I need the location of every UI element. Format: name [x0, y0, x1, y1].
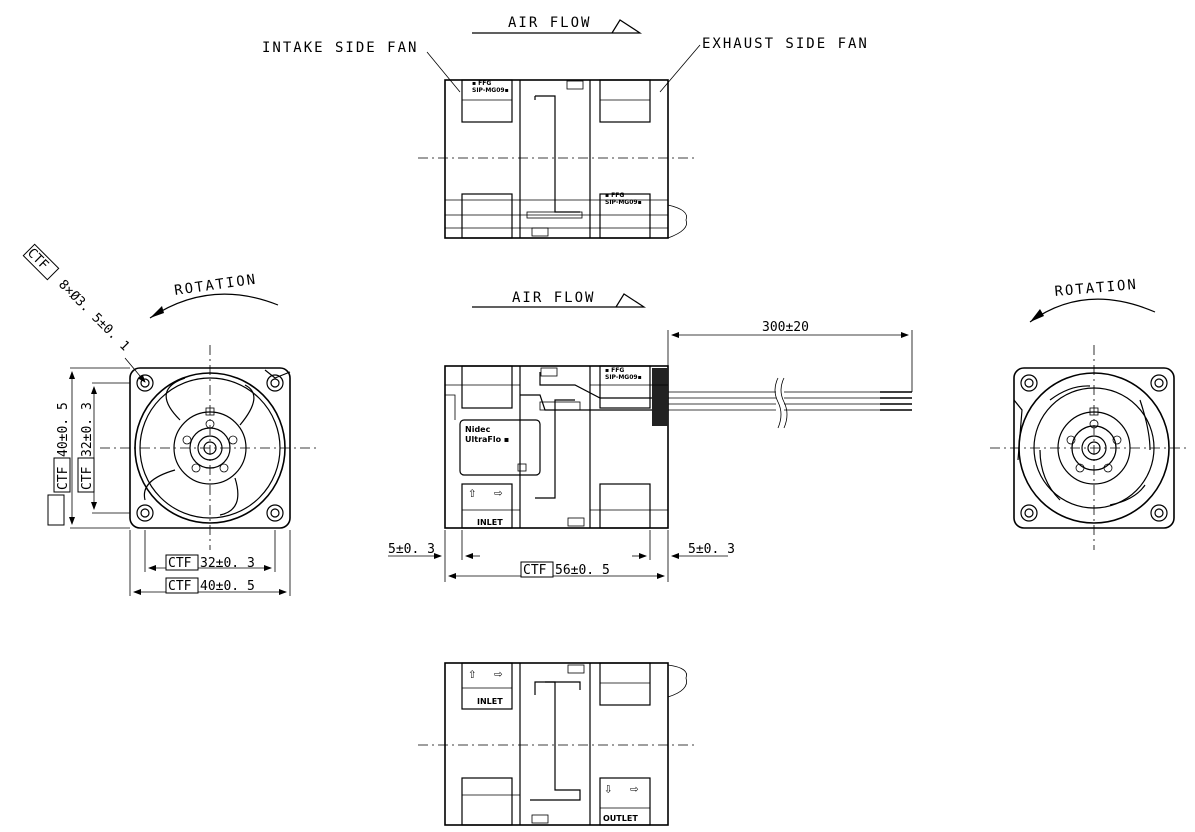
- svg-text:▪ FFG: ▪ FFG: [472, 80, 491, 87]
- top-view: AIR FLOW INTAKE SIDE FAN EXHAUST SIDE FA…: [262, 15, 869, 239]
- outlet-label: OUTLET: [603, 814, 638, 823]
- left-front-view: ROTATION CTF 8×Ø3. 5±0. 1: [22, 243, 320, 596]
- bottom-view: ⇧ ⇨ INLET ⇩ ⇨ OUTLET: [418, 662, 695, 826]
- svg-text:SIP-MG09▪: SIP-MG09▪: [605, 199, 642, 206]
- svg-text:CTF: CTF: [56, 466, 71, 490]
- right-front-view: ROTATION: [990, 277, 1190, 550]
- inlet-label-bottom: INLET: [477, 697, 503, 706]
- offset-left-label: 5±0. 3: [388, 542, 435, 557]
- svg-text:UltraFlo ▪: UltraFlo ▪: [465, 435, 509, 444]
- offset-right-label: 5±0. 3: [688, 542, 735, 557]
- width-outer-label: 40±0. 5: [200, 579, 255, 594]
- svg-text:CTF: CTF: [168, 556, 192, 571]
- hole-spec-label: 8×Ø3. 5±0. 1: [55, 277, 132, 354]
- width-inner-label: 32±0. 3: [200, 556, 255, 571]
- air-flow-label-center: AIR FLOW: [512, 290, 595, 306]
- svg-text:▪ FFG: ▪ FFG: [605, 192, 624, 199]
- svg-text:CTF: CTF: [168, 579, 192, 594]
- svg-text:⇩: ⇩: [604, 781, 614, 797]
- svg-text:⇧: ⇧: [468, 666, 478, 682]
- cable-length-label: 300±20: [762, 320, 809, 335]
- hole-callout: CTF 8×Ø3. 5±0. 1: [22, 243, 146, 383]
- exhaust-side-fan-label: EXHAUST SIDE FAN: [702, 36, 869, 52]
- intake-side-fan-label: INTAKE SIDE FAN: [262, 40, 418, 56]
- svg-text:Nidec: Nidec: [465, 425, 491, 434]
- air-flow-label-top: AIR FLOW: [508, 15, 591, 31]
- svg-text:⇧: ⇧: [468, 485, 478, 501]
- svg-text:SIP-MG09▪: SIP-MG09▪: [605, 374, 642, 381]
- depth-label: 56±0. 5: [555, 563, 610, 578]
- center-side-view: AIR FLOW ▪ FFG SIP-MG09▪ Nidec UltraFlo …: [388, 290, 913, 582]
- height-outer-label: 40±0. 5: [56, 402, 71, 457]
- svg-text:⇨: ⇨: [494, 485, 504, 501]
- svg-text:⇨: ⇨: [494, 666, 504, 682]
- height-inner-label: 32±0. 3: [80, 402, 95, 457]
- inlet-label-center: INLET: [477, 518, 503, 527]
- svg-text:▪ FFG: ▪ FFG: [605, 367, 624, 374]
- svg-text:⇨: ⇨: [630, 781, 640, 797]
- rotation-label-right: ROTATION: [1054, 277, 1139, 300]
- svg-text:CTF: CTF: [523, 563, 547, 578]
- svg-text:SIP-MG09▪: SIP-MG09▪: [472, 87, 509, 94]
- svg-text:CTF: CTF: [80, 466, 95, 490]
